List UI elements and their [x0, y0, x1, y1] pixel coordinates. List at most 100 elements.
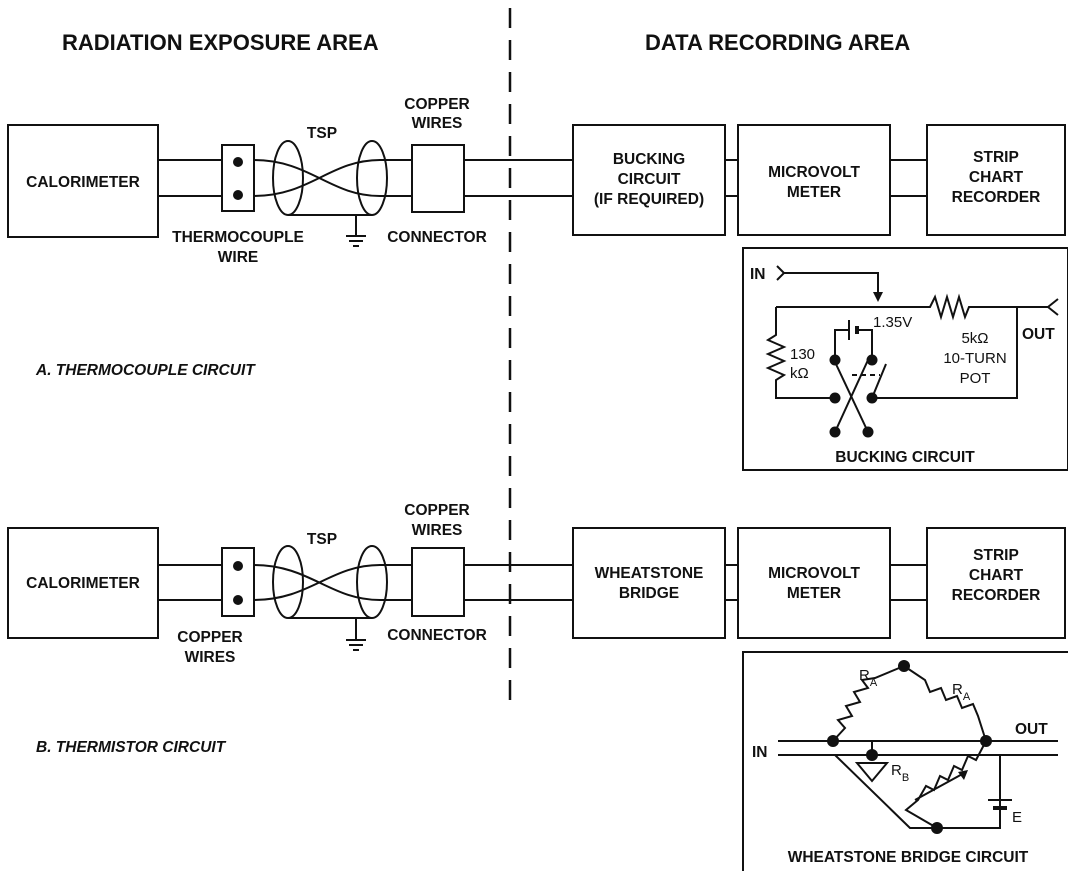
strip-chart-label-a-line3: RECORDER — [952, 189, 1041, 206]
twisted-wire — [253, 159, 412, 197]
junction-dot — [980, 735, 992, 747]
wheatstone-bridge-detail: IN OUT RA RA RB E WHEATSTONE BRIDGE CIRC… — [742, 651, 1068, 871]
ra-subscript: A — [963, 691, 971, 703]
thermocouple-wire-label-line2: WIRE — [218, 249, 258, 266]
copper-wires-label-b-bottom-line2: WIRES — [185, 649, 236, 666]
variable-resistor — [904, 740, 987, 829]
switch-contact — [829, 392, 841, 404]
ground-icon — [346, 235, 366, 247]
thermocouple-wire-label: THERMOCOUPLE — [172, 229, 304, 246]
resistor-ra-left — [832, 665, 905, 742]
strip-chart-label-b: STRIP — [973, 547, 1019, 564]
pot-resistor — [776, 293, 1048, 321]
pot-label: 5kΩ — [961, 330, 988, 347]
switch-contact — [866, 354, 878, 366]
wheatstone-in-label: IN — [752, 744, 768, 761]
variable-resistor-arrow — [914, 771, 967, 801]
shield-loop — [272, 545, 304, 619]
tsp-label-b: TSP — [307, 531, 337, 548]
strip-chart-label-b-line3: RECORDER — [952, 587, 1041, 604]
twisted-wire — [253, 564, 412, 601]
rb-letter: R — [891, 762, 902, 779]
ra-letter: R — [859, 667, 870, 684]
battery-e-label: E — [1012, 809, 1022, 826]
strip-chart-recorder-box-b — [926, 527, 1066, 639]
caption-a: A. THERMOCOUPLE CIRCUIT — [35, 362, 256, 379]
calorimeter-box-b — [7, 527, 159, 639]
terminal-dot — [233, 561, 243, 571]
thermistor-circuit: CALORIMETER TSP COPPER WIRES CONNECTOR C… — [7, 502, 1066, 756]
wheatstone-bridge-box — [572, 527, 726, 639]
header-radiation-exposure-area: RADIATION EXPOSURE AREA — [62, 30, 379, 55]
battery-voltage-label: 1.35V — [873, 314, 912, 331]
copper-wires-label-a: COPPER — [404, 96, 469, 113]
copper-wires-label-b-bottom: COPPER — [177, 629, 242, 646]
pot-label-line2: 10-TURN — [943, 350, 1006, 367]
out-terminal — [1046, 298, 1059, 316]
ra-subscript: A — [870, 677, 878, 689]
terminal-block-a — [221, 144, 255, 212]
bucking-in-label: IN — [750, 266, 766, 283]
resistor-label-line2: kΩ — [790, 365, 809, 382]
connector-box-a — [411, 144, 465, 213]
bucking-out-label: OUT — [1022, 326, 1055, 343]
caption-b: B. THERMISTOR CIRCUIT — [36, 739, 227, 756]
switch-blade — [834, 361, 869, 433]
bucking-detail-frame — [742, 247, 1068, 471]
thermocouple-circuit: CALORIMETER TSP COPPER WIRES CONNECTOR T… — [7, 96, 1066, 379]
microvolt-label-a: MICROVOLT — [768, 164, 860, 181]
ra-letter: R — [952, 681, 963, 698]
connector-label-a: CONNECTOR — [387, 229, 487, 246]
microvolt-label-a-line2: METER — [787, 184, 841, 201]
resistor-label: 130 — [790, 346, 815, 363]
thermistor-rb-icon — [854, 762, 890, 783]
switch-blade — [871, 363, 887, 399]
strip-chart-recorder-box-a — [926, 124, 1066, 236]
return-wire — [872, 307, 1018, 399]
connector-box-b — [411, 547, 465, 617]
bucking-label: BUCKING — [613, 151, 685, 168]
battery-lead — [834, 329, 848, 360]
wheatstone-label: WHEATSTONE — [595, 565, 704, 582]
microvolt-label-b-line2: METER — [787, 585, 841, 602]
strip-chart-label-b-line2: CHART — [969, 567, 1024, 584]
pot-label-line3: POT — [960, 370, 991, 387]
bucking-label-line2: CIRCUIT — [618, 171, 681, 188]
strip-chart-label-a-line2: CHART — [969, 169, 1024, 186]
copper-wires-label-b-line2: WIRES — [412, 522, 463, 539]
twisted-wire — [253, 159, 412, 197]
bottom-rail — [778, 754, 1001, 829]
ra-label-left: RA — [859, 667, 878, 689]
wheatstone-detail-title: WHEATSTONE BRIDGE CIRCUIT — [788, 849, 1029, 866]
microvolt-meter-box-b — [737, 527, 891, 639]
resistor-130k — [765, 307, 835, 399]
terminal-dot — [233, 190, 243, 200]
tsp-label-a: TSP — [307, 125, 337, 142]
wheatstone-out-label: OUT — [1015, 721, 1048, 738]
connector-label-b: CONNECTOR — [387, 627, 487, 644]
ground-icon — [346, 639, 366, 651]
terminal-block-b — [221, 547, 255, 617]
header-data-recording-area: DATA RECORDING AREA — [645, 30, 910, 55]
strip-chart-label-a: STRIP — [973, 149, 1019, 166]
calorimeter-box-a — [7, 124, 159, 238]
rb-subscript: B — [902, 772, 909, 784]
copper-wires-label-a-line2: WIRES — [412, 115, 463, 132]
terminal-dot — [233, 157, 243, 167]
twisted-wire — [253, 564, 412, 602]
copper-wires-label-b: COPPER — [404, 502, 469, 519]
calorimeter-label-b: CALORIMETER — [26, 575, 140, 592]
ra-label-right: RA — [952, 681, 971, 703]
bucking-label-line3: (IF REQUIRED) — [594, 191, 704, 208]
junction-dot — [866, 749, 878, 761]
shield-loop — [272, 140, 304, 216]
microvolt-label-b: MICROVOLT — [768, 565, 860, 582]
microvolt-meter-box-a — [737, 124, 891, 236]
bucking-circuit-box — [572, 124, 726, 236]
wheatstone-detail-frame — [742, 651, 1068, 871]
wiper-arrow — [873, 292, 883, 302]
shield-loop — [356, 140, 388, 216]
resistor-ra-right — [903, 665, 987, 742]
shield-loop — [356, 545, 388, 619]
junction-dot — [898, 660, 910, 672]
